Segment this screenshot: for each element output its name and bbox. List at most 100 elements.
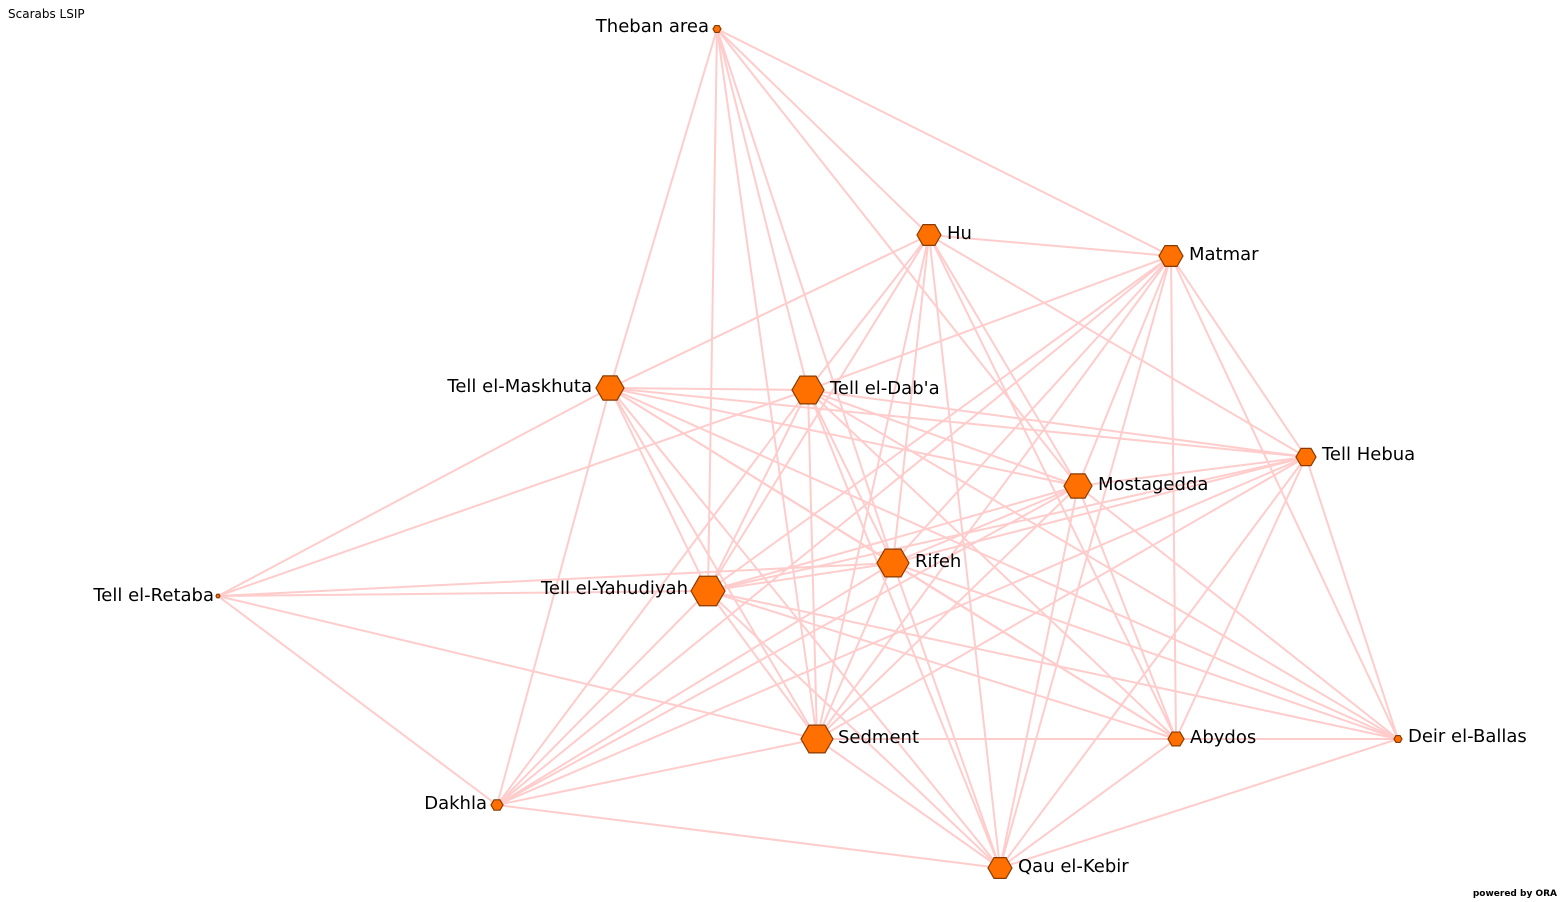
edge-yahudiyah-ballas bbox=[707, 590, 1399, 740]
node-sedment[interactable] bbox=[800, 724, 834, 754]
edge-yahudiyah-dakhla bbox=[496, 590, 709, 806]
edge-daba-abydos bbox=[807, 389, 1177, 740]
edge-hebua-dakhla bbox=[496, 456, 1307, 806]
edge-hu-sedment bbox=[816, 234, 930, 740]
node-retaba[interactable] bbox=[215, 593, 221, 599]
edge-daba-ballas bbox=[807, 389, 1399, 740]
edge-matmar-mostagedda bbox=[1077, 255, 1172, 487]
edge-hu-matmar bbox=[928, 234, 1172, 257]
edge-rifeh-qau bbox=[892, 562, 1001, 869]
node-label-yahudiyah: Tell el-Yahudiyah bbox=[540, 578, 688, 599]
node-mostagedda[interactable] bbox=[1063, 473, 1093, 499]
edge-matmar-dakhla bbox=[496, 255, 1172, 806]
edge-hu-mostagedda bbox=[928, 234, 1079, 487]
edge-hu-rifeh bbox=[892, 234, 930, 564]
edge-matmar-rifeh bbox=[892, 255, 1172, 564]
edge-daba-retaba bbox=[217, 389, 809, 597]
edge-retaba-sedment bbox=[217, 595, 818, 740]
node-yahudiyah[interactable] bbox=[690, 575, 726, 607]
edge-matmar-abydos bbox=[1170, 255, 1177, 740]
edge-theban-hu bbox=[716, 28, 930, 236]
node-label-hu: Hu bbox=[947, 223, 972, 244]
edge-maskhuta-yahudiyah bbox=[609, 387, 709, 592]
edge-daba-sedment bbox=[807, 389, 818, 740]
node-label-mostagedda: Mostagedda bbox=[1098, 474, 1208, 495]
node-label-dakhla: Dakhla bbox=[424, 793, 487, 814]
node-label-maskhuta: Tell el-Maskhuta bbox=[446, 376, 592, 397]
edge-hebua-sedment bbox=[816, 456, 1307, 740]
edge-maskhuta-daba bbox=[609, 387, 809, 391]
edge-ballas-qau bbox=[999, 738, 1399, 869]
edge-yahudiyah-qau bbox=[707, 590, 1001, 869]
edge-mostagedda-sedment bbox=[816, 485, 1079, 740]
edge-hu-abydos bbox=[928, 234, 1177, 740]
node-daba[interactable] bbox=[791, 375, 825, 405]
edge-theban-maskhuta bbox=[609, 28, 718, 389]
edge-hebua-ballas bbox=[1305, 456, 1399, 740]
node-label-daba: Tell el-Dab'a bbox=[829, 378, 940, 399]
edge-matmar-daba bbox=[807, 255, 1172, 391]
edge-theban-mostagedda bbox=[716, 28, 1079, 487]
edge-theban-rifeh bbox=[716, 28, 894, 564]
node-label-retaba: Tell el-Retaba bbox=[92, 585, 214, 606]
edge-daba-rifeh bbox=[807, 389, 894, 564]
edge-hebua-rifeh bbox=[892, 456, 1307, 564]
edge-rifeh-sedment bbox=[816, 562, 894, 740]
edge-theban-yahudiyah bbox=[707, 28, 718, 592]
node-qau[interactable] bbox=[987, 857, 1013, 879]
node-abydos[interactable] bbox=[1167, 731, 1185, 747]
node-label-sedment: Sedment bbox=[838, 727, 919, 748]
edge-retaba-dakhla bbox=[217, 595, 498, 806]
edge-matmar-yahudiyah bbox=[707, 255, 1172, 592]
edge-rifeh-abydos bbox=[892, 562, 1177, 740]
node-hebua[interactable] bbox=[1295, 447, 1317, 467]
edge-hebua-abydos bbox=[1175, 456, 1307, 740]
node-matmar[interactable] bbox=[1158, 245, 1184, 267]
edge-sedment-qau bbox=[816, 738, 1001, 869]
edge-theban-daba bbox=[716, 28, 809, 391]
edge-rifeh-yahudiyah bbox=[707, 562, 894, 592]
edge-mostagedda-dakhla bbox=[496, 485, 1079, 806]
node-label-rifeh: Rifeh bbox=[915, 551, 961, 572]
node-ballas[interactable] bbox=[1393, 734, 1403, 744]
edge-maskhuta-mostagedda bbox=[609, 387, 1079, 487]
node-label-qau: Qau el-Kebir bbox=[1018, 856, 1129, 877]
edge-abydos-qau bbox=[999, 738, 1177, 869]
edge-daba-mostagedda bbox=[807, 389, 1079, 487]
edge-retaba-yahudiyah bbox=[217, 590, 709, 597]
node-dakhla[interactable] bbox=[490, 799, 504, 811]
edge-hu-hebua bbox=[928, 234, 1307, 458]
edge-hu-maskhuta bbox=[609, 234, 930, 389]
node-label-abydos: Abydos bbox=[1190, 727, 1256, 748]
edge-sedment-dakhla bbox=[496, 738, 818, 806]
node-label-ballas: Deir el-Ballas bbox=[1408, 726, 1527, 747]
node-label-matmar: Matmar bbox=[1189, 244, 1259, 265]
edge-maskhuta-dakhla bbox=[496, 387, 611, 806]
edge-hebua-mostagedda bbox=[1077, 456, 1307, 487]
node-hu[interactable] bbox=[916, 224, 942, 246]
edge-rifeh-dakhla bbox=[496, 562, 894, 806]
edge-dakhla-qau bbox=[496, 804, 1001, 869]
edge-maskhuta-retaba bbox=[217, 387, 611, 597]
node-maskhuta[interactable] bbox=[595, 375, 625, 401]
edge-matmar-qau bbox=[999, 255, 1172, 869]
edge-rifeh-ballas bbox=[892, 562, 1399, 740]
edge-theban-matmar bbox=[716, 28, 1172, 257]
edge-mostagedda-yahudiyah bbox=[707, 485, 1079, 592]
node-theban[interactable] bbox=[712, 24, 722, 34]
edge-hu-daba bbox=[807, 234, 930, 391]
node-layer bbox=[215, 24, 1403, 879]
edge-daba-dakhla bbox=[496, 389, 809, 806]
edge-yahudiyah-sedment bbox=[707, 590, 818, 740]
edge-rifeh-retaba bbox=[217, 562, 894, 597]
node-label-hebua: Tell Hebua bbox=[1321, 444, 1415, 465]
edge-daba-yahudiyah bbox=[707, 389, 809, 592]
node-label-theban: Theban area bbox=[595, 16, 709, 37]
node-rifeh[interactable] bbox=[876, 548, 910, 578]
edge-matmar-ballas bbox=[1170, 255, 1399, 740]
edge-matmar-hebua bbox=[1170, 255, 1307, 458]
edge-maskhuta-hebua bbox=[609, 387, 1307, 458]
